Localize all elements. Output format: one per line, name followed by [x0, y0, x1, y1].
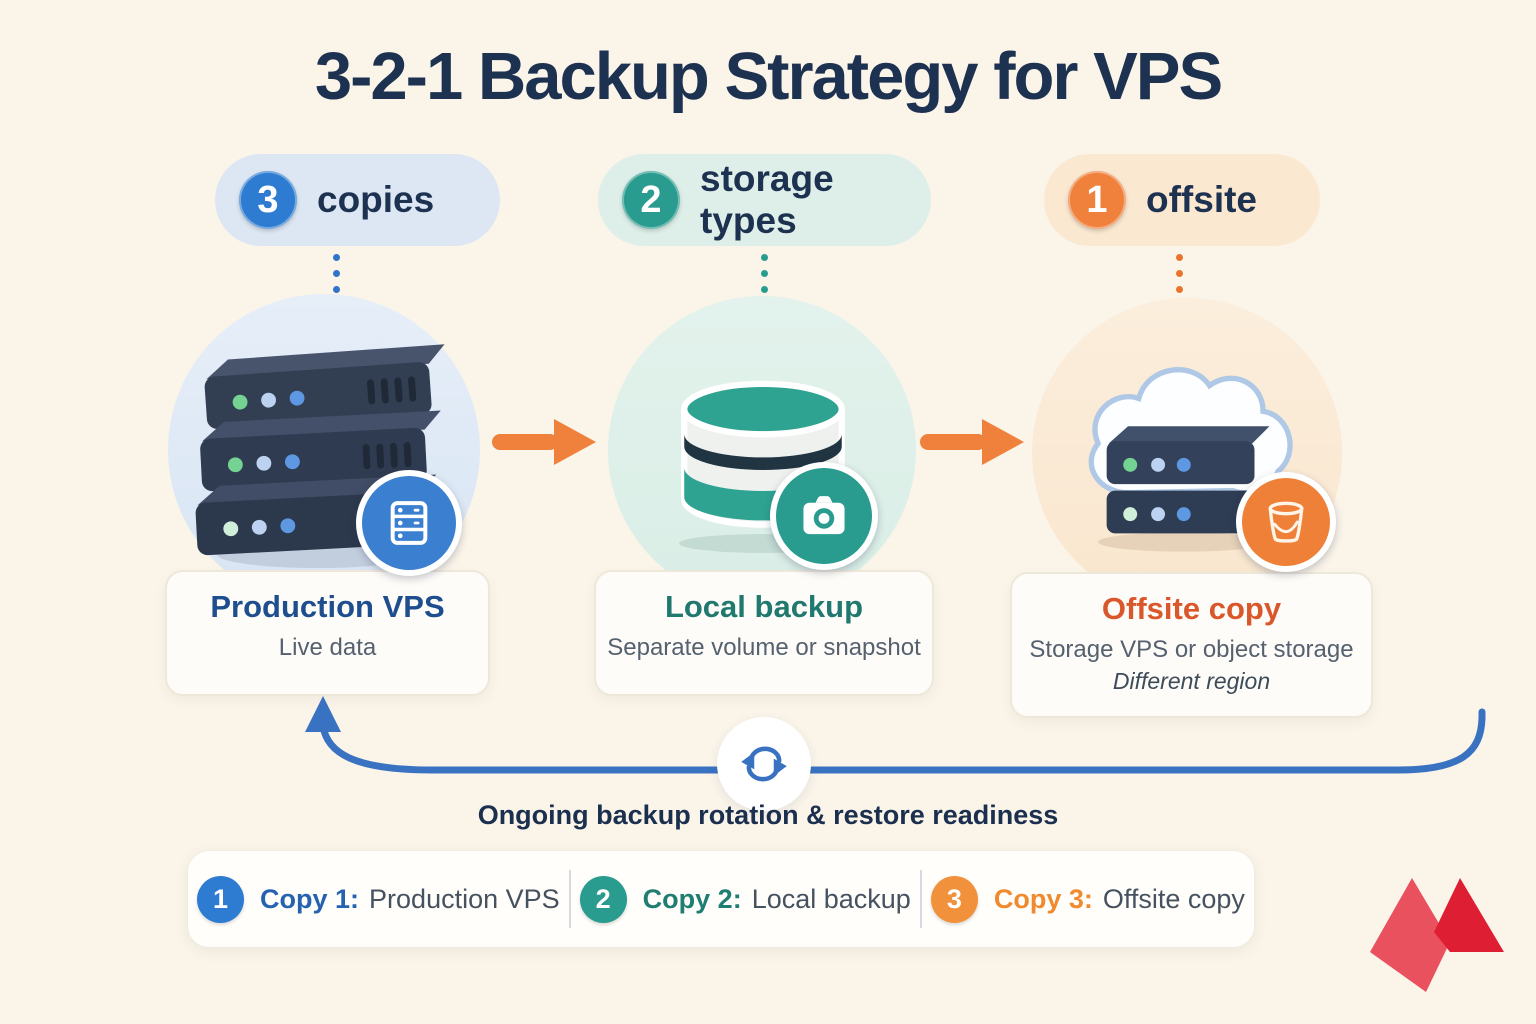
legend-item-copy-2: 2 Copy 2:Local backup — [579, 875, 911, 923]
camera-snapshot-icon — [770, 462, 878, 570]
card-subtitle: Live data — [278, 633, 377, 661]
legend-number: 2 — [579, 875, 627, 923]
pill-storage-types-label: storage types — [700, 158, 834, 241]
legend-item-copy-1: 1 Copy 1:Production VPS — [197, 875, 560, 923]
pill-storage-types-number: 2 — [622, 171, 680, 229]
arrow-right-icon — [920, 419, 1024, 465]
card-subtitle: Storage VPS or object storage — [1029, 635, 1354, 663]
production-vps-card: Production VPS Live data — [165, 570, 490, 696]
local-backup-card: Local backup Separate volume or snapshot — [594, 570, 934, 696]
server-rack-icon — [356, 470, 462, 576]
pill-copies: 3 copies — [215, 154, 500, 246]
mountain-m-logo — [1370, 878, 1504, 992]
copies-legend: 1 Copy 1:Production VPS 2 Copy 2:Local b… — [187, 850, 1255, 948]
pill-copies-label: copies — [317, 179, 435, 220]
legend-text: Copy 2:Local backup — [642, 883, 911, 914]
legend-number: 3 — [930, 875, 978, 923]
cloud-server-illustration — [1088, 367, 1293, 552]
storage-bucket-icon — [1236, 472, 1336, 572]
offsite-copy-card: Offsite copy Storage VPS or object stora… — [1010, 572, 1373, 718]
pill-offsite: 1 offsite — [1044, 154, 1320, 246]
pill-offsite-label: offsite — [1146, 179, 1257, 220]
legend-number: 1 — [197, 875, 245, 923]
legend-item-copy-3: 3 Copy 3:Offsite copy — [930, 875, 1245, 923]
sync-refresh-icon — [717, 717, 811, 811]
pill-offsite-number: 1 — [1068, 171, 1126, 229]
pill-copies-number: 3 — [239, 171, 297, 229]
card-title: Offsite copy — [1101, 591, 1282, 626]
page-title: 3-2-1 Backup Strategy for VPS — [314, 39, 1223, 114]
local-backup-circle — [608, 296, 916, 604]
card-subtitle: Separate volume or snapshot — [607, 633, 921, 661]
legend-divider — [568, 870, 571, 928]
card-note: Different region — [1112, 667, 1271, 694]
arrow-right-icon — [492, 419, 596, 465]
card-title: Production VPS — [210, 589, 445, 624]
legend-text: Copy 3:Offsite copy — [993, 883, 1245, 914]
legend-text: Copy 1:Production VPS — [260, 883, 560, 914]
pill-storage-types: 2 storage types — [598, 154, 931, 246]
loop-caption: Ongoing backup rotation & restore readin… — [477, 800, 1059, 830]
legend-divider — [919, 870, 922, 928]
card-title: Local backup — [664, 589, 864, 624]
rotation-loop-arrow — [305, 696, 1486, 774]
